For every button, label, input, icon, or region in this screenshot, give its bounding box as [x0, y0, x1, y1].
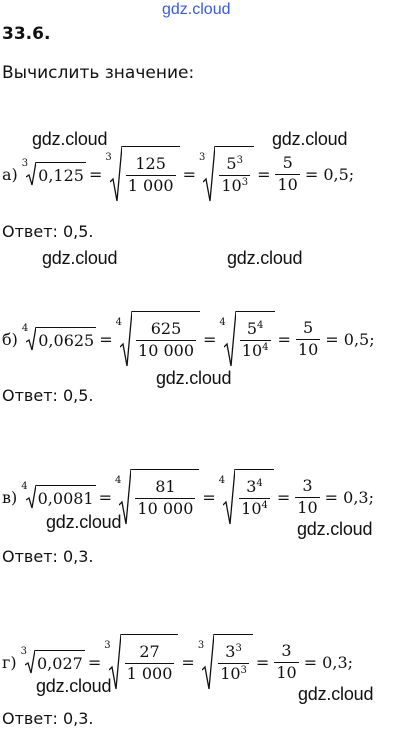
- radicand: 0,0081: [35, 485, 96, 509]
- answer-a: Ответ: 0,5.: [2, 222, 94, 241]
- problem-label: а): [2, 164, 18, 184]
- root-index: 3: [197, 640, 205, 651]
- watermark: gdz.cloud: [36, 676, 112, 696]
- watermark: gdz.cloud: [32, 129, 108, 149]
- radical-sign-icon: [26, 327, 37, 351]
- root-index: 4: [218, 475, 226, 486]
- watermark-top: gdz.cloud: [162, 1, 231, 18]
- radical-sign-icon: [120, 311, 133, 367]
- watermark: gdz.cloud: [227, 248, 303, 268]
- problem-label: в): [2, 487, 18, 507]
- radical-sign-icon: [108, 634, 121, 690]
- answer-d: Ответ: 0,3.: [2, 709, 94, 728]
- radical-small: 0,125: [26, 162, 86, 186]
- watermark: gdz.cloud: [272, 129, 348, 149]
- root-index: 3: [21, 158, 29, 169]
- answer-c: Ответ: 0,3.: [2, 547, 94, 566]
- radical-sign-icon: [26, 162, 37, 186]
- radicand: 0,027: [35, 650, 85, 674]
- radical-sign-icon: [109, 146, 122, 202]
- radicand: 0,125: [36, 162, 86, 186]
- answer-b: Ответ: 0,5.: [2, 386, 94, 405]
- result: = 0,3;: [324, 487, 374, 507]
- watermark: gdz.cloud: [46, 512, 122, 532]
- root-index: 4: [21, 323, 29, 334]
- watermark: gdz.cloud: [156, 368, 232, 388]
- radical-small: 0,027: [25, 650, 85, 674]
- root-index: 4: [219, 317, 226, 328]
- watermark: gdz.cloud: [297, 519, 373, 539]
- root-index: 3: [104, 640, 111, 651]
- radical-sign-icon: [202, 634, 215, 690]
- radical-sign-icon: [223, 469, 236, 525]
- radicand: 0,0625: [36, 327, 97, 351]
- radical-sign-icon: [119, 469, 132, 525]
- radical-sign-icon: [25, 485, 36, 509]
- instruction-text: Вычислить значение:: [2, 63, 195, 83]
- result: = 0,5;: [325, 329, 375, 349]
- result: = 0,3;: [303, 652, 354, 672]
- watermark: gdz.cloud: [298, 684, 374, 704]
- root-index: 4: [21, 481, 28, 492]
- radical-sign-icon: [223, 311, 236, 367]
- problem-label: б): [2, 329, 18, 349]
- problem-label: г): [2, 652, 17, 672]
- result: = 0,5;: [304, 164, 355, 184]
- radical-sign-icon: [25, 650, 35, 674]
- problem-number: 33.6.: [2, 24, 51, 44]
- watermark: gdz.cloud: [42, 248, 118, 268]
- radical-sign-icon: [203, 146, 216, 202]
- radical-small: 0,0081: [25, 485, 96, 509]
- root-index: 3: [198, 152, 206, 163]
- root-index: 4: [115, 317, 123, 328]
- root-index: 4: [115, 475, 122, 486]
- root-index: 3: [105, 152, 112, 163]
- root-index: 3: [20, 646, 27, 657]
- radical-small: 0,0625: [26, 327, 97, 351]
